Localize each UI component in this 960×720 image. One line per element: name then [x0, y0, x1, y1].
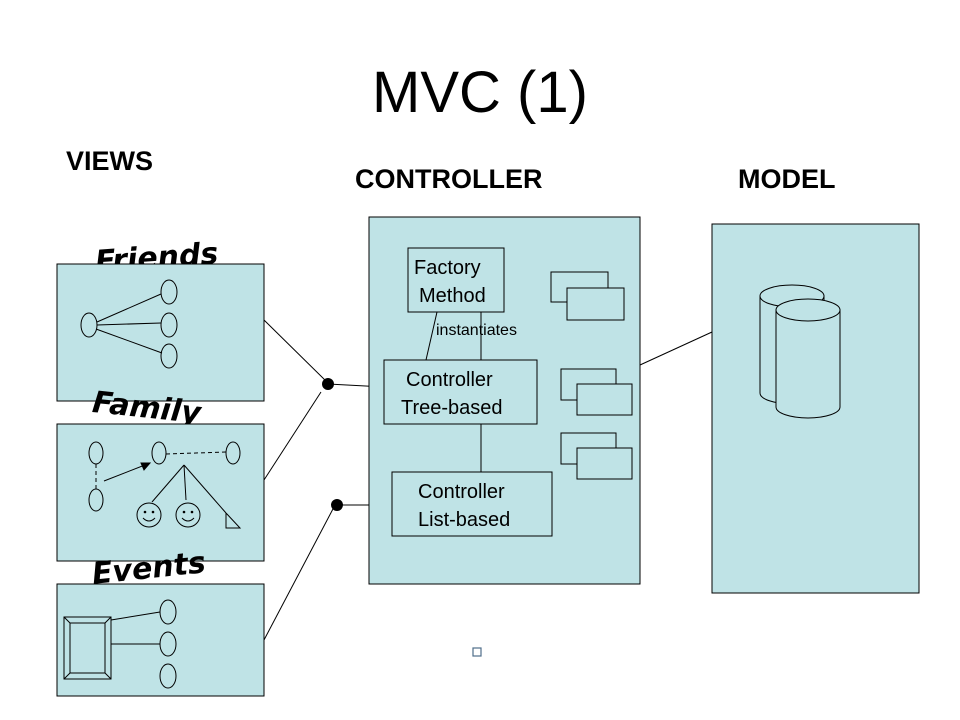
- views-heading: VIEWS: [66, 146, 153, 176]
- controller-model-connector: [639, 331, 713, 366]
- window-stack-icon: [560, 432, 633, 480]
- events-graph: [63, 599, 177, 689]
- tree-label-line1: Controller: [406, 369, 493, 391]
- instantiates-label: instantiates: [436, 322, 517, 339]
- controller-list-box: [391, 471, 553, 537]
- database-icon: [759, 284, 841, 419]
- friends-graph: [80, 279, 178, 369]
- connector-dot: [331, 499, 343, 511]
- window-stack-icon: [550, 271, 625, 321]
- model-heading: MODEL: [738, 164, 836, 194]
- controller-internal-links: [425, 311, 482, 472]
- smiley-icon: [142, 510, 195, 522]
- controller-tree-box: [383, 359, 538, 425]
- window-stack-icon: [560, 368, 633, 416]
- friends-view-panel: [56, 263, 265, 402]
- list-label-line1: Controller: [418, 481, 505, 503]
- controller-heading: CONTROLLER: [355, 164, 542, 194]
- factory-method-box: [407, 247, 505, 313]
- tree-label-line2: Tree-based: [401, 397, 503, 419]
- view-controller-connectors: [263, 319, 392, 641]
- factory-label-line1: Factory: [414, 257, 481, 279]
- factory-label-line2: Method: [419, 285, 486, 307]
- list-label-line2: List-based: [418, 509, 510, 531]
- family-graph: [88, 441, 242, 529]
- small-square-marker: [472, 647, 482, 657]
- page-title: MVC (1): [372, 60, 588, 125]
- connector-dot: [322, 378, 334, 390]
